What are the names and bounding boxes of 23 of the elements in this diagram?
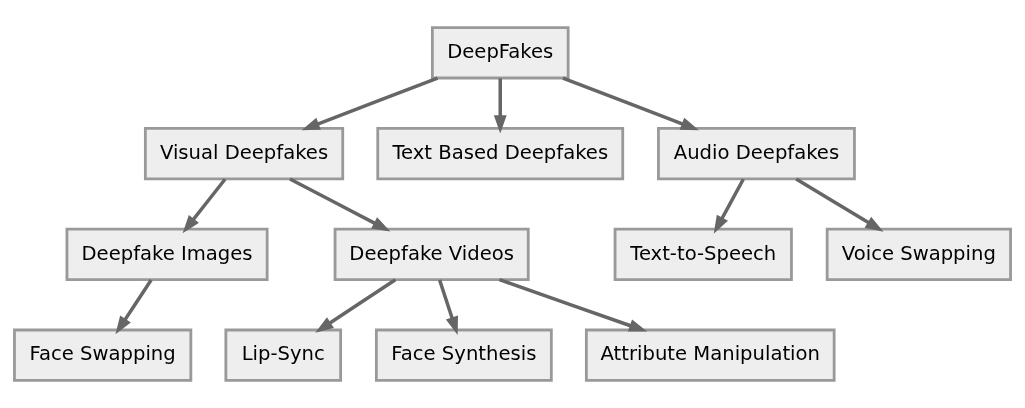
arrow [182, 178, 227, 234]
node-box: Text-to-Speech [613, 227, 793, 281]
node-box: Deepfake Videos [333, 227, 530, 281]
arrow [115, 279, 153, 335]
node-box: Audio Deepfakes [657, 127, 856, 181]
node-box: Attribute Manipulation [584, 328, 836, 382]
arrow [437, 279, 458, 335]
arrow [315, 278, 397, 333]
arrow [493, 78, 507, 134]
node-box: DeepFakes [430, 26, 570, 80]
arrow [795, 177, 884, 232]
node-box: Face Swapping [13, 328, 193, 382]
node-box: Visual Deepfakes [143, 127, 345, 181]
arrow [498, 278, 648, 332]
arrow [301, 76, 439, 131]
node-box: Text Based Deepfakes [376, 127, 625, 181]
node-box: Lip-Sync [224, 328, 343, 382]
arrow [289, 177, 391, 232]
node-box: Deepfake Images [65, 227, 269, 281]
arrow [713, 178, 745, 234]
node-box: Face Synthesis [374, 328, 553, 382]
node-box: Voice Swapping [825, 227, 1012, 281]
arrow [562, 76, 699, 131]
